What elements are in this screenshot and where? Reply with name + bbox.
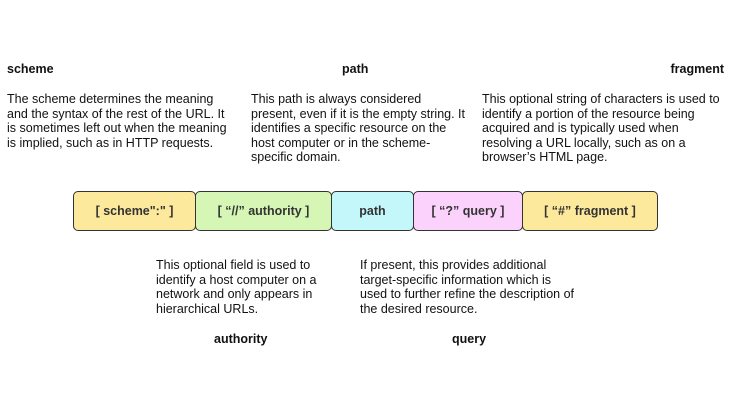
segment-scheme: [ scheme":" ] xyxy=(73,191,196,231)
heading-query: query xyxy=(452,332,487,346)
heading-fragment: fragment xyxy=(670,62,724,76)
description-fragment: This optional string of characters is us… xyxy=(482,92,720,164)
segment-path: path xyxy=(331,191,414,231)
segment-authority: [ “//” authority ] xyxy=(195,191,332,231)
description-authority: This optional field is used to identify … xyxy=(156,258,317,316)
description-scheme: The scheme determines the meaning and th… xyxy=(7,92,227,150)
heading-authority: authority xyxy=(214,332,268,346)
segment-query: [ “?” query ] xyxy=(413,191,523,231)
description-path: This path is always considered present, … xyxy=(251,92,465,164)
heading-path: path xyxy=(342,62,369,76)
heading-scheme: scheme xyxy=(7,62,54,76)
segment-fragment: [ “#” fragment ] xyxy=(522,191,658,231)
description-query: If present, this provides additional tar… xyxy=(360,258,575,316)
